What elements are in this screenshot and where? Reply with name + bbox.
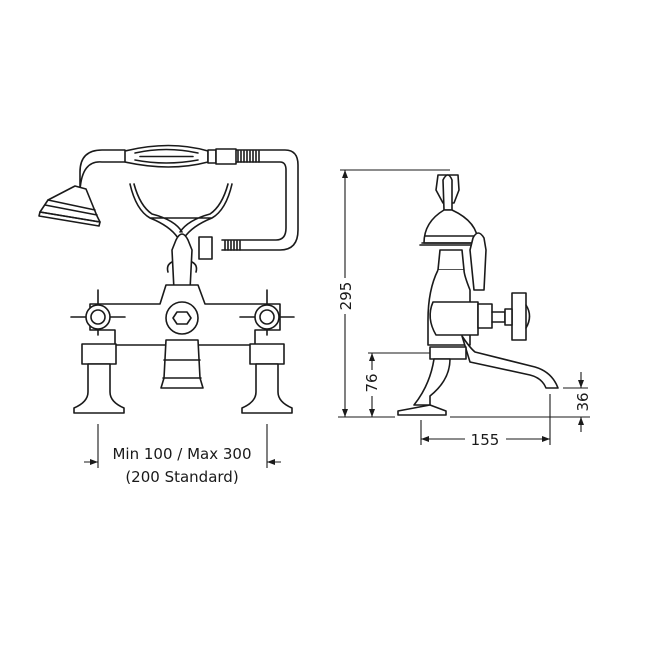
height-36-label: 36 (574, 392, 592, 411)
projection-155-label: 155 (471, 431, 500, 449)
side-nut (429, 346, 467, 360)
side-shower-head (423, 209, 479, 244)
diverter-lever (171, 233, 193, 291)
width-label-line1: Min 100 / Max 300 (112, 445, 251, 463)
height-76-dimension: 76 (363, 352, 430, 417)
side-valve-body (429, 301, 479, 336)
side-spout (461, 335, 559, 389)
front-spout (160, 339, 204, 389)
width-dimension: Min 100 / Max 300 (200 Standard) (84, 424, 281, 486)
left-tap (70, 289, 126, 414)
height-76-label: 76 (363, 373, 381, 392)
right-tap (239, 289, 295, 414)
body-hex-boss (165, 301, 199, 335)
side-view: 295 76 36 155 (336, 169, 592, 449)
handset-cradle (129, 183, 233, 239)
height-36-dimension: 36 (549, 372, 592, 445)
height-295-dimension: 295 (336, 169, 590, 418)
front-view: Min 100 / Max 300 (200 Standard) (38, 144, 299, 486)
handset-hose (79, 149, 126, 191)
side-cross-handle (511, 292, 527, 341)
projection-155-dimension: 155 (420, 420, 550, 449)
side-lever (469, 232, 487, 291)
hose-nut (198, 236, 213, 260)
height-295-label: 295 (337, 282, 355, 311)
width-label-line2: (200 Standard) (125, 468, 238, 486)
